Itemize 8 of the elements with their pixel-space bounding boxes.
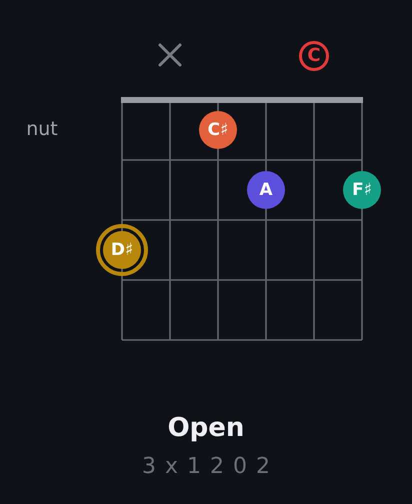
nut-label: nut bbox=[26, 119, 58, 141]
note-marker: A bbox=[247, 171, 285, 209]
chord-name: Open bbox=[168, 414, 244, 444]
note-marker: F♯ bbox=[343, 171, 381, 209]
root-note-marker: D♯ bbox=[96, 224, 148, 276]
note-marker: C♯ bbox=[199, 111, 237, 149]
open-string-marker: C bbox=[299, 41, 329, 71]
fingering-text: 3 x 1 2 0 2 bbox=[141, 454, 271, 480]
